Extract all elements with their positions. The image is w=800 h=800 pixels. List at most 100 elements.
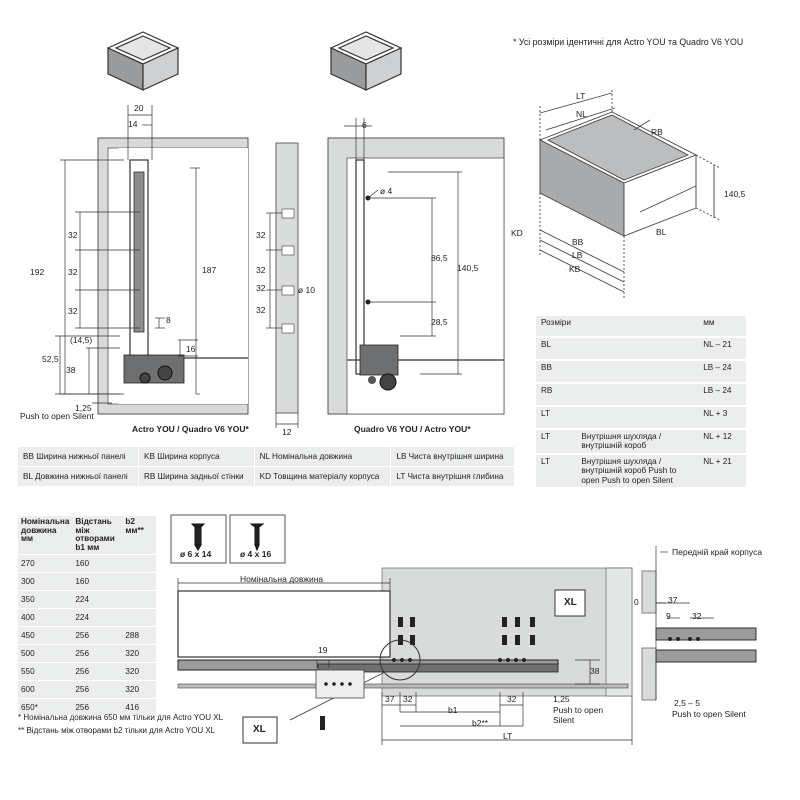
- middle-side-panel: [275, 142, 299, 414]
- legend-cell: BB Ширина нижньої панелі: [18, 447, 139, 467]
- dims-cell: NL + 21: [698, 453, 746, 490]
- runner-holes: [392, 658, 526, 662]
- bottom-dim-32-a: 32: [403, 694, 413, 704]
- dim-8: 8: [166, 315, 171, 325]
- iso-nl: NL: [576, 109, 587, 119]
- legend-cell: RB Ширина задньої стінки: [138, 466, 255, 487]
- iso-bl: BL: [656, 227, 667, 237]
- dim-192: 192: [30, 267, 45, 277]
- bottom-dim-32-b: 32: [507, 694, 517, 704]
- length-cell: 416: [122, 698, 156, 717]
- length-cell: 320: [122, 644, 156, 663]
- dim-20: 20: [134, 103, 144, 113]
- length-cell: 650*: [18, 698, 73, 717]
- right-dim-6: 6: [362, 120, 367, 130]
- screw-icons: [170, 514, 286, 564]
- length-cell: 400: [18, 608, 73, 627]
- xl-label-a: XL: [564, 597, 577, 608]
- dim-32-b: 32: [68, 267, 78, 277]
- front-edge-label: Передній край корпуса: [672, 547, 763, 557]
- right-dim-4: ø 4: [380, 186, 393, 196]
- iso-lt: LT: [576, 91, 586, 101]
- dim-1-25: 1,25: [75, 403, 92, 413]
- length-header-cell: Відстань між отворами b1 мм: [72, 516, 123, 556]
- dims-cell: Внутрішня шухляда / внутрішній короб Pus…: [576, 453, 699, 490]
- dim-52-5: 52,5: [42, 354, 59, 364]
- right-dim-86-5: 86,5: [431, 253, 448, 263]
- dims-cell: [576, 337, 699, 361]
- length-cell: 224: [72, 608, 123, 627]
- dim-14: 14: [128, 119, 138, 129]
- length-cell: 256: [72, 626, 123, 645]
- length-table: Номінальна довжина мм Відстань між отвор…: [18, 516, 156, 717]
- length-cell: 224: [72, 590, 123, 610]
- bottom-lt: LT: [503, 731, 513, 741]
- length-header-cell: Номінальна довжина мм: [18, 516, 73, 556]
- length-header: Номінальна довжина мм Відстань між отвор…: [18, 516, 156, 556]
- length-cell: 256: [72, 680, 123, 699]
- screw-icon: [190, 523, 206, 551]
- length-cell: 450: [18, 626, 73, 645]
- middle-dimension-lines: [266, 212, 299, 428]
- dims-cell: LB – 24: [698, 360, 746, 384]
- length-cell: 320: [122, 680, 156, 699]
- caption-actro: Actro YOU / Quadro V6 YOU*: [132, 424, 249, 434]
- right-side-panel: [327, 137, 505, 415]
- bottom-dimension-lines: [316, 659, 633, 745]
- dim-38: 38: [66, 365, 76, 375]
- dim-14-5: (14,5): [70, 335, 93, 345]
- dims-cell: [576, 360, 699, 384]
- left-side-panel: [97, 137, 249, 415]
- dims-cell: NL + 3: [698, 406, 746, 430]
- iso-bb: BB: [572, 237, 584, 247]
- legend-table: BB Ширина нижньої панелі KB Ширина корпу…: [18, 447, 515, 487]
- xl-box-b: [242, 716, 278, 744]
- dims-cell: BL: [536, 337, 577, 361]
- legend-cell: NL Номінальна довжина: [254, 447, 392, 467]
- mid-dim-32-d: 32: [256, 305, 266, 315]
- bottom-b2: b2**: [472, 718, 489, 728]
- length-cell: [122, 608, 156, 627]
- bottom-dim-1-25: 1,25: [553, 694, 570, 704]
- front-push-label: Push to open Silent: [672, 709, 746, 719]
- front-dim-9: 9: [666, 611, 671, 621]
- dims-cell: BB: [536, 360, 577, 384]
- legend-cell: LT Чиста внутрішня глибина: [390, 466, 515, 487]
- length-cell: 550: [18, 662, 73, 681]
- footnote-2: ** Відстань між отворами b2 тільки для A…: [18, 726, 216, 735]
- box-icon-right: [329, 31, 403, 91]
- cabinet-area: [381, 567, 633, 697]
- length-cell: 160: [72, 572, 123, 592]
- bottom-dim-37: 37: [385, 694, 395, 704]
- front-edge-panel-bottom: [641, 647, 657, 701]
- dims-cell: [576, 406, 699, 430]
- legend-row: BL Довжина нижньої панелі RB Ширина задн…: [18, 466, 515, 487]
- length-cell: 600: [18, 680, 73, 699]
- screw-icon: [249, 523, 265, 552]
- length-header-cell: b2 мм**: [122, 516, 156, 556]
- left-dimension-lines: [55, 105, 200, 404]
- length-cell: [122, 572, 156, 592]
- length-cell: 256: [72, 644, 123, 663]
- mid-dim-32-a: 32: [256, 230, 266, 240]
- length-cell: 350: [18, 590, 73, 610]
- dims-header-cell: Розміри: [536, 316, 699, 338]
- dims-cell: LT: [536, 429, 577, 455]
- legend-cell: KD Товщина матеріалу корпуса: [254, 466, 392, 487]
- length-cell: 288: [122, 626, 156, 645]
- front-dim-32: 32: [692, 611, 702, 621]
- dims-cell: LB – 24: [698, 383, 746, 407]
- iso-lb: LB: [572, 250, 583, 260]
- bottom-dim-38: 38: [590, 666, 600, 676]
- right-dim-28-5: 28,5: [431, 317, 448, 327]
